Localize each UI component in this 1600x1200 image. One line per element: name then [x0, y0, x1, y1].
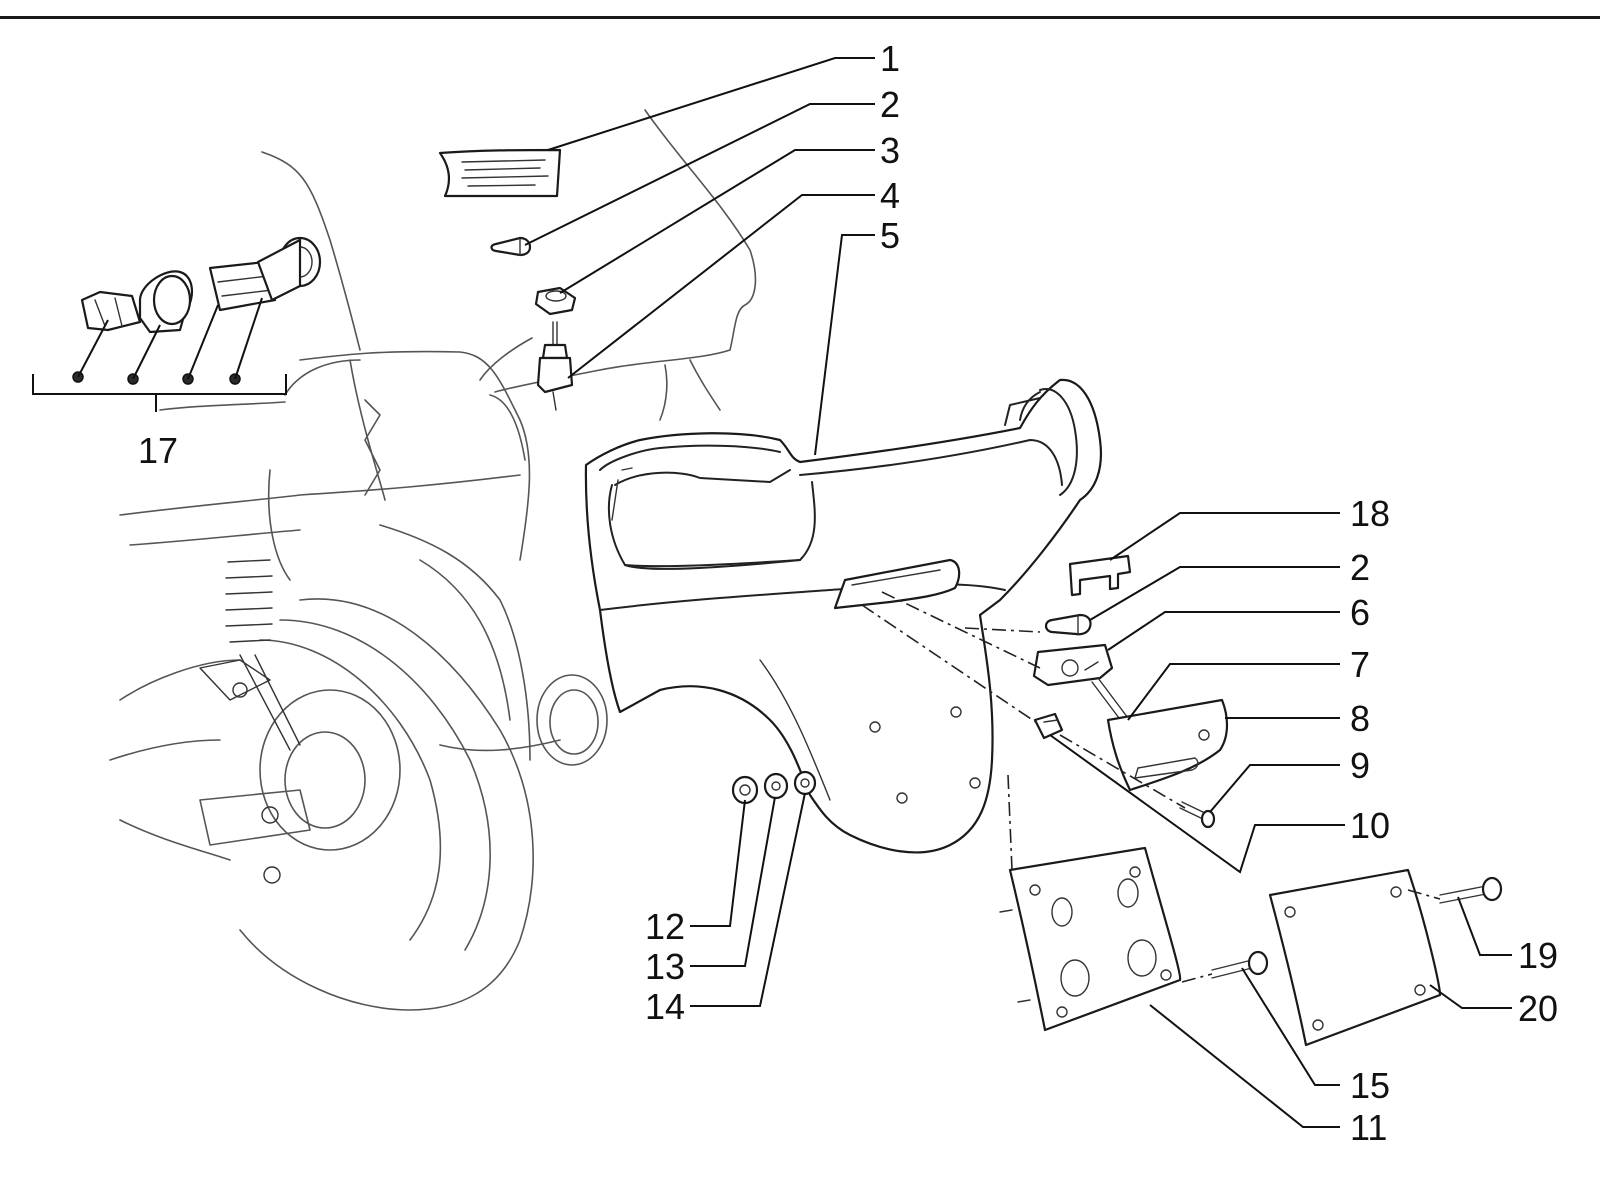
callout-15: 15	[1350, 1065, 1390, 1106]
callout-6: 6	[1350, 592, 1370, 633]
callout-17: 17	[138, 430, 178, 471]
part-2-bulb-right	[1044, 613, 1092, 636]
part-1-decal-label	[438, 148, 562, 198]
part-6-lamp-holder	[1032, 643, 1114, 687]
callout-9: 9	[1350, 745, 1370, 786]
callout-12: 12	[645, 906, 685, 947]
callout-5: 5	[880, 215, 900, 256]
callout-4: 4	[880, 175, 900, 216]
callout-13: 13	[645, 946, 685, 987]
callout-8: 8	[1350, 698, 1370, 739]
callout-19: 19	[1518, 935, 1558, 976]
callout-14: 14	[645, 986, 685, 1027]
top-rule	[0, 16, 1600, 19]
part-3-nut	[534, 286, 577, 316]
callout-10: 10	[1350, 805, 1390, 846]
leader-lines	[524, 57, 1512, 1128]
callout-labels: 1 2 3 4 5 17 18 2 6 7 8 9 10 12 13 14 19…	[138, 38, 1558, 1148]
part-5-rear-cover	[584, 378, 1102, 854]
rear-shock-absorber	[199, 559, 301, 884]
part-18-clip	[1068, 554, 1132, 597]
callout-11: 11	[1350, 1107, 1387, 1148]
part-17-lock-set	[32, 236, 322, 412]
callout-1: 1	[880, 38, 900, 79]
part-4-stop-switch	[536, 321, 574, 411]
part-10-spring-nut	[1033, 712, 1064, 740]
callout-3: 3	[880, 130, 900, 171]
part-20-plate	[1268, 868, 1442, 1047]
assembly-axes	[861, 591, 1441, 983]
callout-7: 7	[1350, 644, 1370, 685]
part-9-screw	[1179, 801, 1216, 829]
callout-20: 20	[1518, 988, 1558, 1029]
scooter-body-outline	[119, 109, 757, 761]
part-8-plate-lens	[1106, 698, 1229, 792]
callout-18: 18	[1350, 493, 1390, 534]
side-reflector	[536, 674, 608, 766]
rear-wheel	[109, 598, 534, 1011]
callout-2-top: 2	[880, 84, 900, 125]
part-19-screw	[1439, 876, 1503, 904]
part-2-bulb-top	[490, 236, 532, 257]
part-15-screw	[1211, 950, 1269, 979]
callout-2-right: 2	[1350, 547, 1370, 588]
part-11-plate-holder	[999, 846, 1182, 1032]
